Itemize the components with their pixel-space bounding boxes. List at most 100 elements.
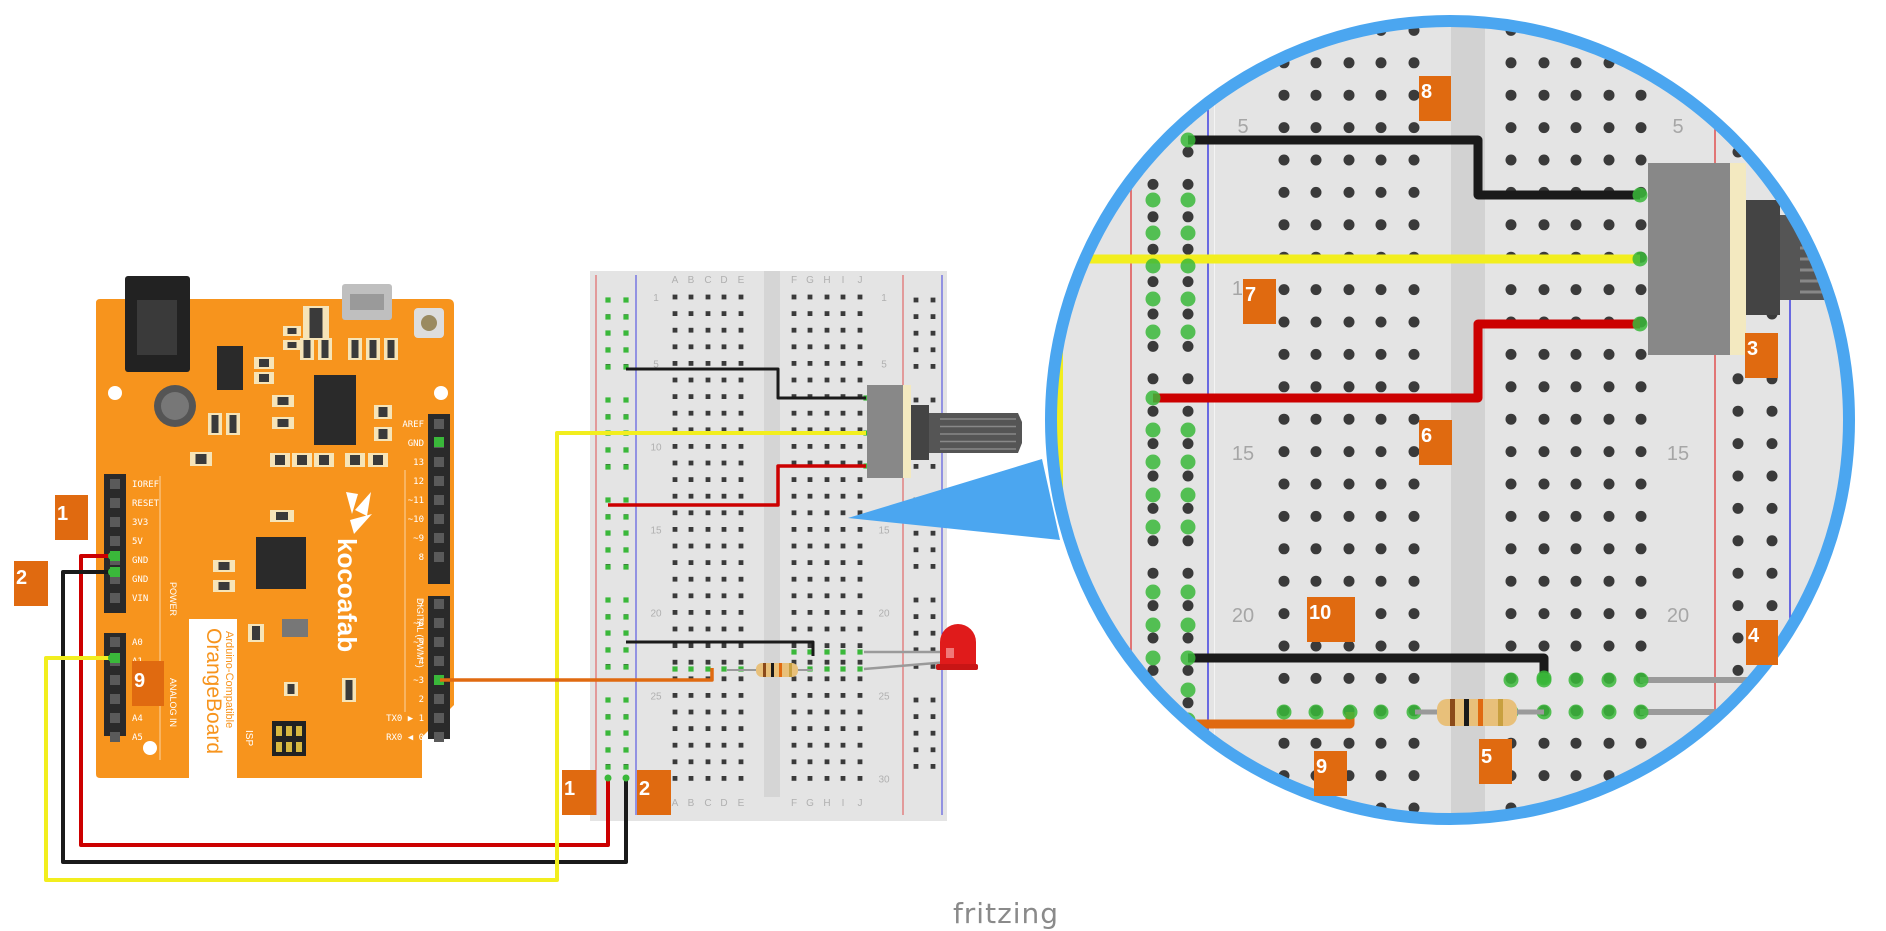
column-letter: J bbox=[858, 275, 863, 286]
led-leg bbox=[863, 660, 949, 671]
badge-zoom-8: 8 bbox=[1419, 76, 1451, 121]
breadboard-hole bbox=[824, 427, 830, 433]
zoom-hole bbox=[1506, 0, 1517, 4]
zoom-hole bbox=[1310, 154, 1322, 166]
breadboard-hole bbox=[688, 311, 694, 316]
smd-component-body bbox=[218, 562, 230, 570]
breadboard-hole bbox=[688, 527, 694, 532]
breadboard-hole bbox=[857, 327, 863, 333]
zoom-connected-hole bbox=[1601, 704, 1617, 720]
zoom-hole bbox=[1732, 729, 1744, 741]
breadboard-hole bbox=[913, 764, 919, 769]
breadboard-hole bbox=[738, 576, 744, 582]
connected-hole bbox=[623, 630, 629, 636]
row-number: 1 bbox=[653, 293, 659, 304]
zoom-hole bbox=[1375, 57, 1387, 69]
zoom-hole bbox=[1408, 770, 1420, 782]
zoom-connected-hole bbox=[1503, 672, 1519, 688]
zoom-hole bbox=[1375, 446, 1387, 458]
zoom-hole bbox=[1182, 373, 1194, 385]
breadboard-hole bbox=[857, 344, 863, 350]
zoom-hole bbox=[1408, 737, 1420, 749]
breadboard-hole bbox=[721, 709, 727, 715]
zoom-connected-hole bbox=[1632, 187, 1648, 203]
zoom-connected-hole bbox=[1180, 682, 1196, 698]
breadboard-hole bbox=[791, 610, 797, 615]
breadboard-hole bbox=[738, 593, 744, 599]
breadboard-hole bbox=[807, 576, 813, 582]
breadboard-hole bbox=[807, 344, 813, 350]
connected-hole bbox=[605, 530, 611, 536]
zoom-hole bbox=[1732, 21, 1744, 28]
zoom-hole bbox=[1375, 219, 1387, 231]
svg-text:3: 3 bbox=[1747, 338, 1758, 360]
zoom-hole bbox=[1343, 737, 1355, 749]
zoom-hole bbox=[1147, 664, 1159, 676]
zoom-hole bbox=[1147, 276, 1159, 288]
connected-hole bbox=[824, 649, 830, 655]
breadboard-hole bbox=[672, 543, 678, 549]
connected-hole bbox=[605, 447, 611, 453]
zoom-hole bbox=[1766, 697, 1778, 709]
breadboard-hole bbox=[857, 676, 863, 682]
breadboard-hole bbox=[824, 410, 830, 416]
wire-a1-yellow bbox=[44, 431, 866, 882]
svg-text:9: 9 bbox=[1316, 756, 1327, 778]
breadboard-hole bbox=[807, 477, 813, 482]
smd-component-body bbox=[195, 454, 207, 464]
breadboard-hole bbox=[840, 543, 846, 549]
breadboard-hole bbox=[791, 444, 797, 449]
breadboard-hole bbox=[672, 361, 678, 366]
connected-hole bbox=[623, 747, 629, 753]
zoom-hole bbox=[1147, 794, 1159, 806]
zoom-hole bbox=[1505, 348, 1517, 360]
zoom-hole bbox=[1147, 600, 1159, 612]
microcontroller bbox=[256, 537, 306, 589]
digital-pin bbox=[434, 476, 444, 486]
digital-pin-label: 2 bbox=[419, 695, 424, 705]
digital-pin bbox=[434, 533, 444, 543]
zoom-hole bbox=[1538, 348, 1550, 360]
breadboard-hole bbox=[930, 614, 936, 619]
breadboard-hole bbox=[824, 477, 830, 482]
zoom-hole bbox=[1147, 21, 1159, 28]
connected-hole bbox=[623, 314, 629, 320]
breadboard-hole bbox=[705, 527, 711, 532]
zoom-hole bbox=[1767, 859, 1778, 870]
breadboard-hole bbox=[791, 493, 797, 499]
breadboard-hole bbox=[721, 643, 727, 648]
column-letter: B bbox=[688, 275, 695, 286]
connected-hole bbox=[623, 464, 629, 470]
svg-text:2: 2 bbox=[639, 778, 650, 800]
svg-text:8: 8 bbox=[1421, 81, 1432, 103]
breadboard-hole bbox=[930, 747, 936, 753]
digital-pin bbox=[434, 457, 444, 467]
breadboard-hole bbox=[913, 297, 919, 303]
breadboard-hole bbox=[672, 759, 678, 765]
zoom-hole bbox=[1538, 608, 1550, 620]
analog-pin-label: A4 bbox=[132, 714, 143, 724]
breadboard-hole bbox=[913, 564, 919, 569]
red-led bbox=[936, 624, 978, 670]
row-number: 1 bbox=[881, 293, 887, 304]
breadboard-hole bbox=[824, 709, 830, 715]
breadboard-hole bbox=[930, 597, 936, 603]
zoom-hole bbox=[1538, 640, 1550, 652]
breadboard-hole bbox=[840, 626, 846, 632]
breadboard-hole bbox=[807, 659, 813, 665]
zoom-hole bbox=[1732, 438, 1744, 450]
breadboard-hole bbox=[688, 593, 694, 599]
zoom-hole bbox=[1343, 672, 1355, 684]
breadboard-hole bbox=[738, 460, 744, 466]
zoom-hole bbox=[1570, 608, 1582, 620]
zoom-hole bbox=[1539, 0, 1550, 4]
zoom-connected-hole bbox=[1145, 258, 1161, 274]
breadboard-hole bbox=[791, 626, 797, 632]
power-pin bbox=[110, 574, 120, 584]
digital-pin-label: 13 bbox=[413, 458, 424, 468]
zoom-hole bbox=[1570, 89, 1582, 101]
breadboard-hole bbox=[672, 659, 678, 665]
zoom-hole bbox=[1505, 543, 1517, 555]
connected-hole bbox=[623, 547, 629, 553]
svg-text:5: 5 bbox=[1481, 746, 1492, 768]
